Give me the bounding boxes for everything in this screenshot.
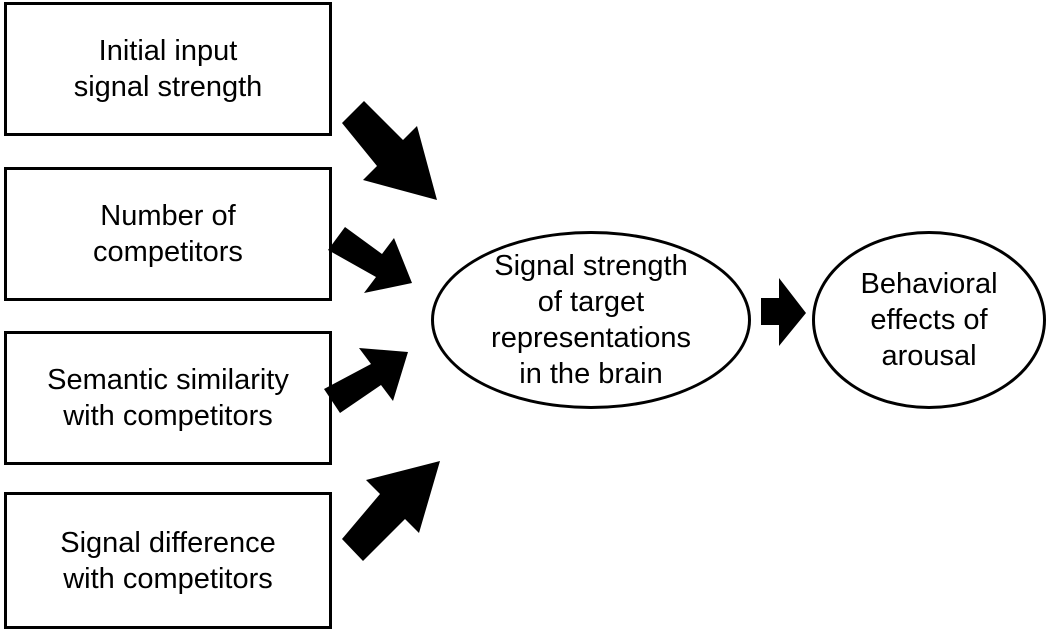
arrow-difference-to-target	[342, 461, 440, 561]
input-label-signal-difference: Signal difference with competitors	[60, 526, 276, 595]
input-box-semantic-similarity: Semantic similarity with competitors	[4, 331, 332, 465]
input-label-semantic-similarity: Semantic similarity with competitors	[47, 364, 289, 432]
input-box-number-of-competitors: Number of competitors	[4, 167, 332, 301]
behavioral-effects-ellipse: Behavioral effects of arousal	[812, 231, 1046, 409]
input-label-initial-signal: Initial input signal strength	[73, 35, 263, 103]
arrow-similarity-to-target	[324, 348, 408, 413]
behavioral-effects-label: Behavioral effects of arousal	[860, 268, 998, 372]
input-box-signal-difference: Signal difference with competitors	[4, 492, 332, 629]
arrow-target-to-behavior	[761, 278, 806, 346]
arrow-competitors-to-target	[328, 227, 412, 293]
input-label-number-of-competitors: Number of competitors	[93, 200, 243, 268]
arrow-initial-to-target	[342, 101, 437, 200]
target-representation-label: Signal strength of target representation…	[491, 250, 691, 390]
input-box-initial-signal: Initial input signal strength	[4, 2, 332, 136]
target-representation-ellipse: Signal strength of target representation…	[431, 231, 751, 409]
